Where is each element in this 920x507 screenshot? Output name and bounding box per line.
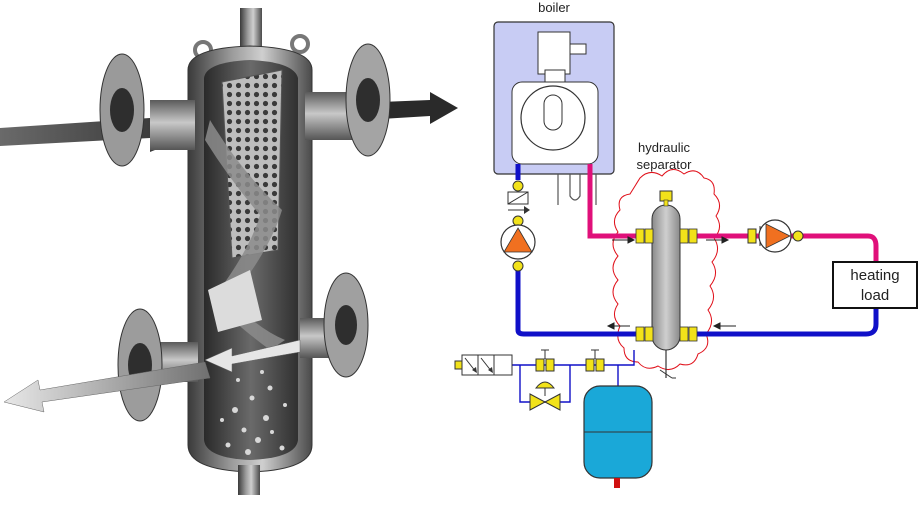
load-label-line1: heating [850, 267, 899, 284]
boiler-label: boiler [538, 0, 570, 15]
boiler-unit-icon [511, 31, 599, 165]
outlet-arrow-bottom [3, 361, 211, 413]
ball-valve-2 [585, 349, 605, 372]
load-label-line2: load [861, 287, 889, 304]
heating-load-box [832, 261, 918, 309]
ball-valve-1 [535, 349, 555, 372]
cutaway-separator-image [0, 8, 458, 495]
check-valve-icon [507, 180, 530, 214]
separator-cloud-outline [612, 169, 720, 370]
separator-label-line1: hydraulic [638, 140, 691, 155]
pressure-reducing-valve-icon [529, 381, 561, 411]
boiler-supply-pipe [587, 164, 640, 239]
pump-icon [500, 215, 536, 272]
expansion-tank-icon [583, 385, 653, 488]
load-supply-pipe [690, 233, 879, 262]
load-return-pipe [690, 308, 879, 337]
backflow-preventer-icon [454, 354, 513, 376]
boiler-return-pipe [515, 164, 640, 337]
load-pump-icon [747, 219, 804, 253]
separator-label-line2: separator [637, 157, 693, 172]
hydraulic-separator [606, 190, 736, 379]
schematic: boiler hydraulic separator [454, 0, 918, 488]
